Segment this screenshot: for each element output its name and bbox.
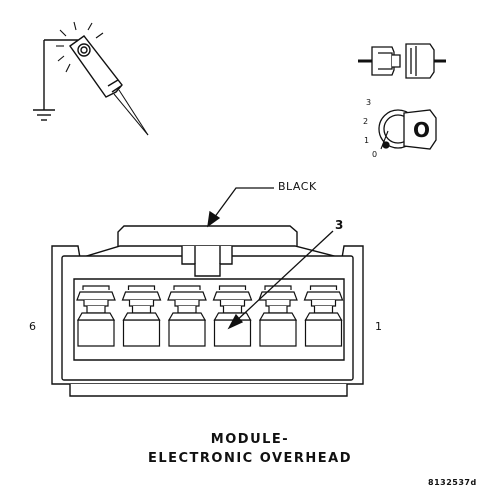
terminal-cavity <box>121 285 162 347</box>
position-3-label: 3 <box>366 98 372 107</box>
pin-6-label: 6 <box>29 320 36 333</box>
terminal-cavity <box>76 285 116 347</box>
terminal-cavity <box>303 285 344 347</box>
figure-id: 8132537d <box>428 478 477 487</box>
key-position-label: O <box>413 118 430 142</box>
ignition-switch-icon <box>378 109 437 150</box>
pin-1-label: 1 <box>375 320 382 333</box>
terminal-3-callout: 3 <box>335 218 344 232</box>
callout-leaders <box>207 187 334 330</box>
component-title-line1: MODULE- <box>210 432 290 447</box>
connector-disconnect-icon <box>358 43 446 79</box>
position-1-label: 1 <box>364 136 370 145</box>
terminal-cavity <box>167 285 207 347</box>
test-light-icon <box>33 21 149 136</box>
black-wire-callout: BLACK <box>278 180 317 193</box>
component-title-line2: ELECTRONIC OVERHEAD <box>147 451 353 466</box>
terminal-cavity <box>212 285 253 347</box>
position-0-label: 0 <box>372 150 378 159</box>
terminal-cavities <box>76 285 344 347</box>
position-2-label: 2 <box>363 117 369 126</box>
